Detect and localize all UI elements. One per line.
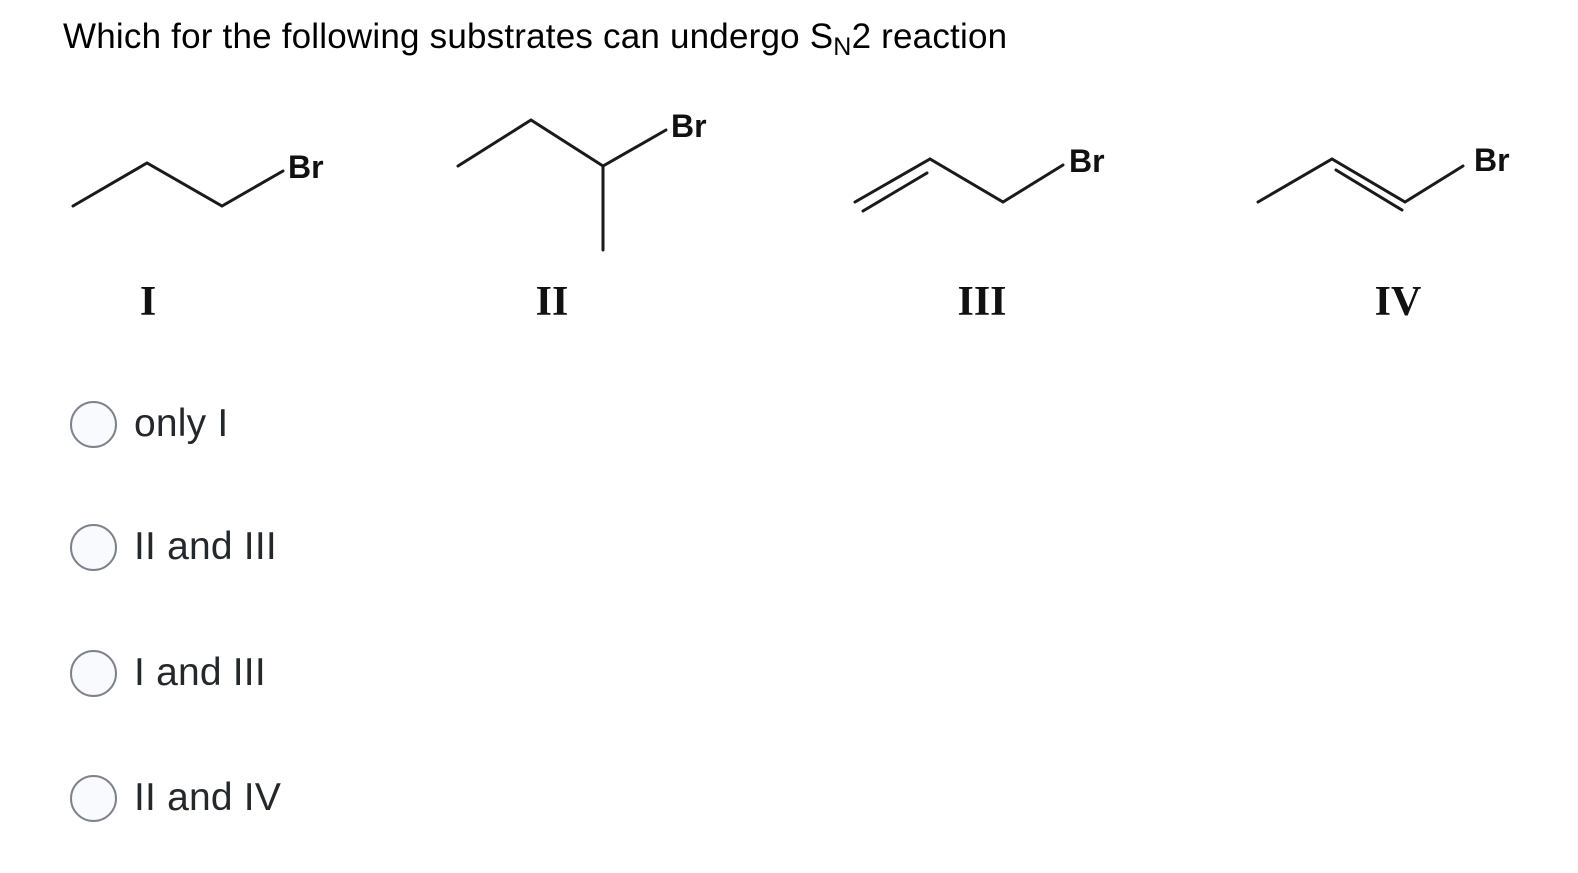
bond-chain xyxy=(71,161,285,208)
radio-button[interactable] xyxy=(70,649,117,697)
radio-button[interactable] xyxy=(70,774,117,822)
option-label: II and III xyxy=(134,525,277,568)
structure-label-II: II xyxy=(535,279,569,325)
radio-button[interactable] xyxy=(70,523,117,571)
bond-chain xyxy=(853,157,1065,204)
question-text-prefix: Which for the following substrates can u… xyxy=(63,17,834,56)
structure-I-drawing: Br xyxy=(71,149,324,208)
option-row-only-I[interactable]: only I xyxy=(70,400,228,448)
br-label-IV: Br xyxy=(1474,142,1510,178)
option-row-II-and-IV[interactable]: II and IV xyxy=(70,774,281,822)
structure-label-III: III xyxy=(957,279,1007,325)
double-bond-inner xyxy=(861,171,929,213)
question-title: Which for the following substrates can u… xyxy=(63,17,1008,61)
option-label: II and IV xyxy=(134,776,282,819)
double-bond-inner xyxy=(1334,168,1404,212)
structure-label-IV: IV xyxy=(1374,279,1422,325)
option-row-II-and-III[interactable]: II and III xyxy=(70,523,277,571)
bond-chain xyxy=(1256,157,1465,204)
option-row-I-and-III[interactable]: I and III xyxy=(70,649,266,697)
br-label-I: Br xyxy=(288,149,324,185)
radio-button[interactable] xyxy=(70,400,117,448)
br-label-II: Br xyxy=(671,108,707,144)
question-text-suffix: 2 reaction xyxy=(851,17,1008,56)
bond-chain xyxy=(456,118,668,168)
br-label-III: Br xyxy=(1069,143,1105,179)
structure-IV-drawing: Br xyxy=(1256,142,1510,212)
structure-label-I: I xyxy=(139,279,157,325)
question-subscript: N xyxy=(833,33,852,61)
option-label: only I xyxy=(134,402,229,445)
structure-II-drawing: Br xyxy=(456,108,707,252)
option-label: I and III xyxy=(134,651,266,694)
structure-III-drawing: Br xyxy=(853,143,1105,213)
